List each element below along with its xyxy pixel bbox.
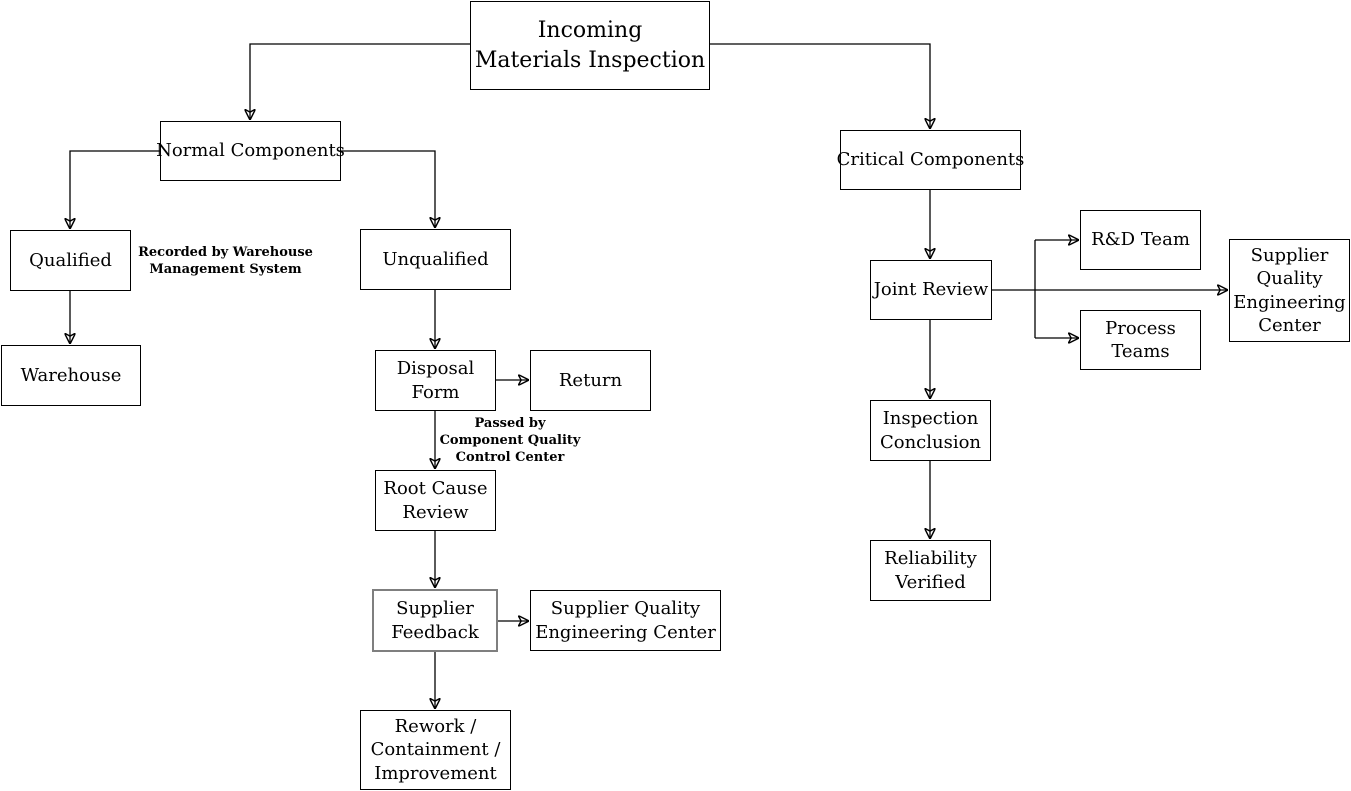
node-rework-containment-improvement: Rework / Containment / Improvement (360, 710, 511, 790)
node-rd-team: R&D Team (1080, 210, 1201, 270)
node-critical-components: Critical Components (837, 130, 1024, 190)
node-warehouse: Warehouse (1, 345, 141, 406)
node-inspection-conclusion: Inspection Conclusion (870, 400, 991, 461)
arrow-incoming-to-normal (250, 43, 470, 119)
annotation-passed-by-component-quality: Passed by Component Quality Control Cent… (439, 416, 581, 465)
node-disposal-form: Disposal Form (375, 350, 496, 411)
node-reliability-verified: Reliability Verified (870, 540, 991, 601)
arrow-normal-to-qualified (70, 150, 160, 228)
node-return: Return (530, 350, 651, 411)
node-process-teams: Process Teams (1080, 310, 1201, 370)
node-supplier-quality-engineering-center-right: Supplier Quality Engineering Center (1229, 239, 1350, 342)
node-incoming-materials-inspection: Incoming Materials Inspection (470, 1, 710, 90)
node-joint-review: Joint Review (870, 260, 992, 320)
node-qualified: Qualified (10, 230, 131, 291)
node-unqualified: Unqualified (360, 229, 511, 290)
node-supplier-quality-engineering-center-mid: Supplier Quality Engineering Center (530, 590, 721, 651)
node-supplier-feedback: Supplier Feedback (372, 589, 498, 652)
arrow-normal-to-unqualified (340, 150, 435, 227)
annotation-recorded-by-warehouse: Recorded by Warehouse Management System (138, 245, 313, 277)
arrow-incoming-to-critical (710, 43, 930, 128)
node-normal-components: Normal Components (156, 121, 345, 181)
node-root-cause-review: Root Cause Review (375, 470, 496, 531)
